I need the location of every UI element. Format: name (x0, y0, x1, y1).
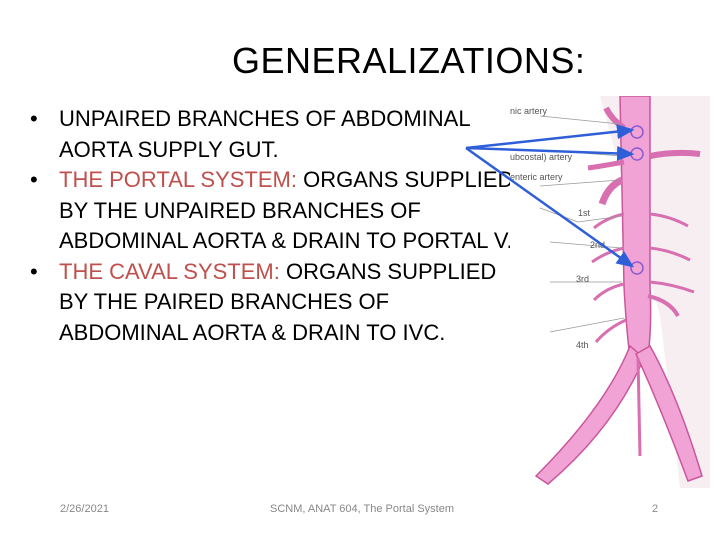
left-iliac-artery (534, 344, 645, 485)
bullet-item: • UNPAIRED BRANCHES OF ABDOMINAL AORTA SU… (30, 104, 520, 165)
footer-date: 2/26/2021 (60, 503, 109, 515)
bullet-highlight: THE PORTAL SYSTEM: (59, 167, 297, 192)
figure-label: enteric artery (510, 172, 563, 182)
figure-label: 3rd (576, 274, 589, 284)
bullet-highlight: THE CAVAL SYSTEM: (59, 258, 280, 284)
slide-number: 2 (652, 503, 659, 515)
figure-label: nic artery (510, 106, 548, 116)
pointer-arrow (465, 145, 635, 161)
bullet-symbol: • (30, 258, 38, 284)
figure-label: 1st (578, 208, 591, 218)
lumbar-artery (649, 246, 691, 262)
lumbar-artery (591, 246, 625, 264)
bullet-symbol: • (30, 167, 38, 192)
bullet-list: • UNPAIRED BRANCHES OF ABDOMINAL AORTA SU… (30, 104, 520, 348)
inferior-mesenteric-artery (647, 294, 680, 318)
lumbar-artery (649, 280, 695, 294)
figure-label: 2nd (590, 240, 605, 250)
figure-label: ubcostal) artery (510, 152, 573, 162)
pointer-arrow (465, 146, 635, 268)
branch-marker (630, 261, 644, 275)
renal-artery (649, 149, 701, 159)
median-sacral-artery (636, 357, 642, 457)
lumbar-artery (592, 282, 625, 302)
lumbar-artery (593, 212, 625, 230)
footer-course: SCNM, ANAT 604, The Portal System (270, 503, 455, 515)
bullet-text: ORGANS SUPPLIED BY THE PAIRED BRANCHES O… (59, 258, 497, 345)
bullet-text: UNPAIRED BRANCHES OF ABDOMINAL AORTA SUP… (59, 106, 470, 162)
pointer-arrow (465, 124, 635, 150)
bullet-item: • THE PORTAL SYSTEM: ORGANS SUPPLIED BY T… (30, 165, 520, 257)
figure-label: 4th (576, 340, 589, 350)
right-iliac-artery (635, 344, 703, 482)
slide-title: GENERALIZATIONS: (232, 40, 586, 81)
lumbar-artery (649, 212, 689, 228)
bullet-symbol: • (30, 106, 38, 131)
renal-artery (587, 159, 625, 171)
superior-mesenteric-artery (598, 176, 624, 206)
bullet-text: ORGANS SUPPLIED BY THE UNPAIRED BRANCHES… (59, 167, 514, 253)
lumbar-artery (594, 318, 627, 343)
bullet-item: • THE CAVAL SYSTEM: ORGANS SUPPLIED BY TH… (30, 257, 520, 349)
aorta-illustration: nic artery ubcostal) artery enteric arte… (510, 96, 710, 488)
